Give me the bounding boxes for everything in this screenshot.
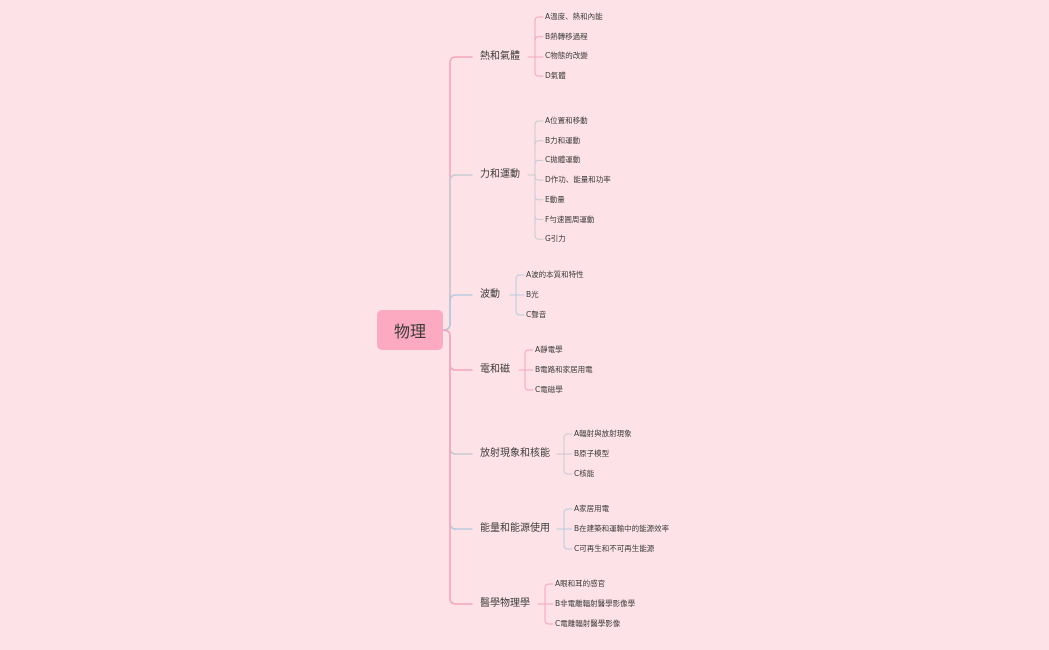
subtopic[interactable]: B熱轉移過程 <box>545 31 588 41</box>
branch-topic[interactable]: 電和磁 <box>480 364 510 375</box>
subtopic[interactable]: B電路和家居用電 <box>535 365 593 374</box>
subtopic[interactable]: B光 <box>526 290 539 299</box>
branch-connector <box>442 329 473 605</box>
child-connector <box>544 583 554 605</box>
subtopic[interactable]: D氣體 <box>545 71 566 81</box>
subtopic[interactable]: B非電離輻射醫學影像學 <box>555 599 636 608</box>
subtopic[interactable]: B力和運動 <box>545 135 581 145</box>
child-connector <box>534 174 544 220</box>
root-topic[interactable]: 物理 <box>377 310 443 350</box>
branch-topic[interactable]: 能量和能源使用 <box>480 523 550 534</box>
subtopic[interactable]: E動量 <box>545 194 565 204</box>
subtopic[interactable]: C可再生和不可再生能源 <box>574 544 655 553</box>
branch-topic[interactable]: 波動 <box>480 289 500 300</box>
subtopic[interactable]: F勻速圓周運動 <box>545 214 595 224</box>
subtopic[interactable]: C物態的改變 <box>545 51 588 61</box>
branch-connector <box>442 56 473 331</box>
child-connector <box>563 433 573 455</box>
child-connector <box>563 453 573 475</box>
child-connector <box>563 528 573 550</box>
child-connector <box>534 56 544 77</box>
child-connector <box>534 36 544 58</box>
subtopic[interactable]: C電磁學 <box>535 385 563 394</box>
branch-connector <box>442 329 473 530</box>
branch-connector <box>442 174 473 331</box>
branch-connector <box>442 294 473 331</box>
child-connector <box>534 174 544 240</box>
child-connector <box>515 274 525 296</box>
branch-topic[interactable]: 力和運動 <box>480 169 520 180</box>
branch-connector <box>442 329 473 455</box>
subtopic[interactable]: A靜電學 <box>535 345 563 354</box>
child-connector <box>515 294 525 316</box>
subtopic[interactable]: C聲音 <box>526 310 547 319</box>
child-connector <box>534 159 544 176</box>
child-connector <box>534 120 544 176</box>
subtopic[interactable]: A波的本質和特性 <box>526 270 584 279</box>
child-connector <box>534 140 544 176</box>
branch-topic[interactable]: 熱和氣體 <box>480 51 520 62</box>
subtopic[interactable]: A家居用電 <box>574 504 610 513</box>
subtopic[interactable]: B原子模型 <box>574 449 610 458</box>
child-connector <box>534 16 544 58</box>
subtopic[interactable]: B在建築和運輸中的能源效率 <box>574 524 670 533</box>
child-connector <box>544 603 554 625</box>
subtopic[interactable]: C電離輻射醫學影像 <box>555 619 621 628</box>
subtopic[interactable]: C核能 <box>574 469 595 478</box>
root-topic-label: 物理 <box>393 322 426 341</box>
subtopic[interactable]: A溫度、熱和內能 <box>545 12 603 21</box>
subtopic[interactable]: C拋體運動 <box>545 155 581 165</box>
subtopic[interactable]: A輻射與放射現象 <box>574 429 632 438</box>
child-connector <box>563 508 573 530</box>
child-connector <box>524 369 534 391</box>
subtopic[interactable]: A眼和耳的感官 <box>555 579 606 588</box>
branch-connector <box>442 329 473 371</box>
child-connector <box>524 349 534 371</box>
child-connector <box>534 174 544 181</box>
branch-topic[interactable]: 醫學物理學 <box>480 598 530 609</box>
branch-topic[interactable]: 放射現象和核能 <box>480 448 550 459</box>
subtopic[interactable]: D作功、能量和功率 <box>545 175 611 185</box>
subtopic[interactable]: G引力 <box>545 234 566 244</box>
subtopic[interactable]: A位置和移動 <box>545 116 588 125</box>
